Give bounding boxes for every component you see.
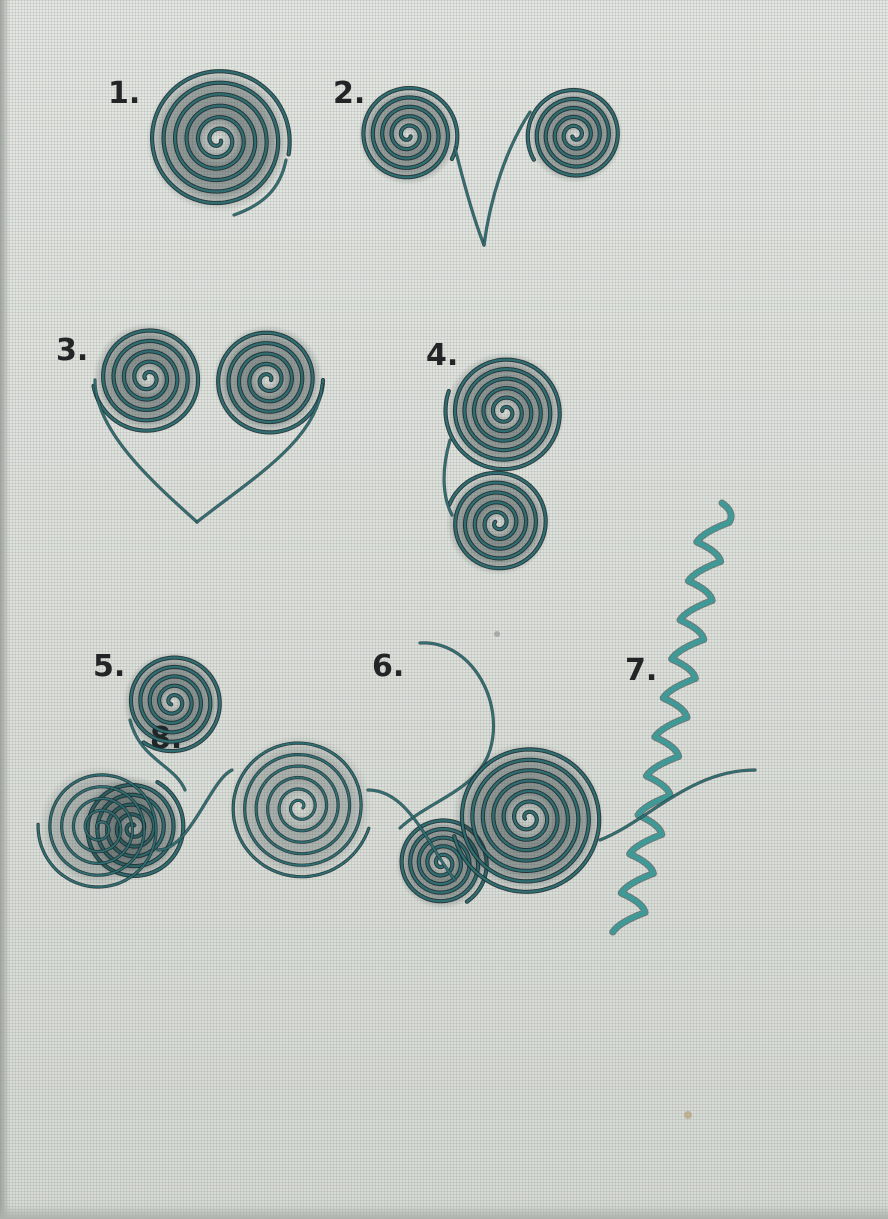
figure-label-3: 3. <box>56 333 88 368</box>
figure-label-4: 4. <box>426 338 458 373</box>
fig8-tail-strip-dark <box>600 770 755 840</box>
figure-label-7: 7. <box>625 653 657 688</box>
figure-1-loose-coil <box>146 68 290 215</box>
fig2-right-leg-strip-dark <box>484 112 530 245</box>
fig2-right-leg-strip <box>484 112 530 245</box>
figure-label-2: 2. <box>333 76 365 111</box>
paper-speck <box>494 631 500 637</box>
figure-label-1: 1. <box>108 76 140 111</box>
fig7-strip-shadow <box>613 503 731 932</box>
figure-label-6: 6. <box>372 649 404 684</box>
figure-2-v-scroll <box>358 85 623 245</box>
figure-3-heart-scroll <box>93 323 323 522</box>
paper-speck <box>684 1111 692 1119</box>
figure-7-crimped-strip <box>613 503 731 932</box>
figure-label-5: 5. <box>93 649 125 684</box>
figure-4-stacked-coils <box>444 352 565 575</box>
